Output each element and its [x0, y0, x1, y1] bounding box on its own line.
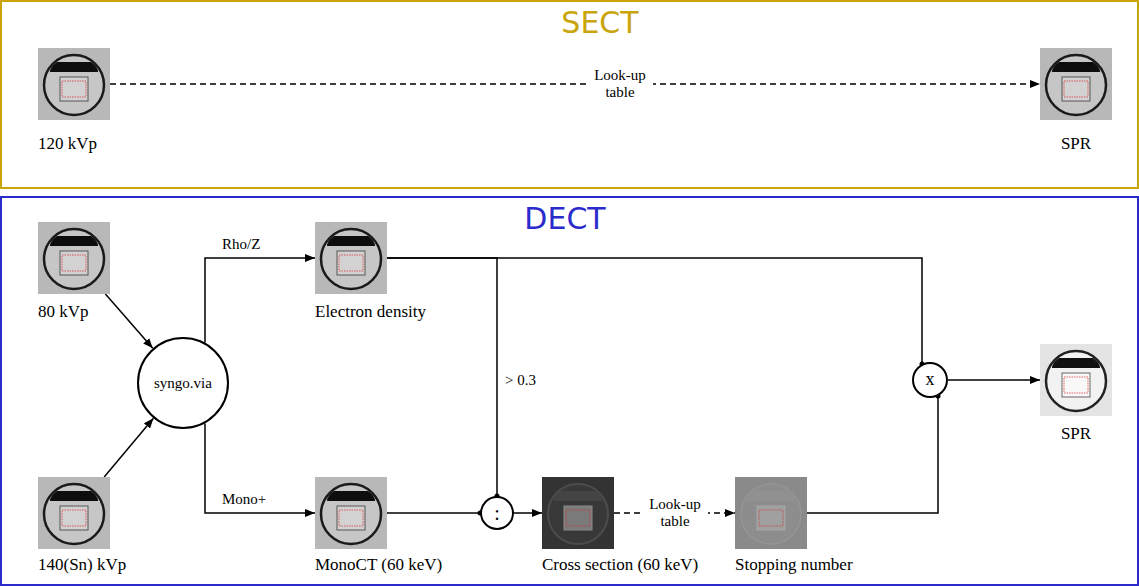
operation-circle: x: [912, 362, 948, 398]
ct-thumbnail: [315, 477, 387, 549]
ct-image-node: MonoCT (60 keV): [315, 477, 387, 549]
ct-thumbnail: [315, 222, 387, 294]
method-panel: DECT 80 kVp 140(Sn) kVp syngo.via Electron d…: [0, 196, 1139, 586]
ct-slice-image: [1040, 344, 1112, 416]
panel-title: DECT: [524, 202, 605, 236]
edge-label: Look-up table: [587, 66, 653, 102]
ct-image-node: Stopping number: [735, 477, 807, 549]
flow-arrow: [105, 294, 152, 348]
ct-slice-image: [735, 477, 807, 549]
ct-image-node: 140(Sn) kVp: [38, 477, 110, 549]
panel-title: SECT: [561, 6, 638, 40]
ct-image-node: 80 kVp: [38, 222, 110, 294]
ct-thumbnail: [38, 477, 110, 549]
edge-label: > 0.3: [505, 372, 536, 389]
ct-thumbnail: [38, 222, 110, 294]
operation-label: :: [494, 502, 500, 524]
flow-arrow: [205, 258, 315, 343]
ct-image-node: Cross section (60 keV): [542, 477, 614, 549]
image-caption: MonoCT (60 keV): [315, 555, 442, 575]
ct-slice-image: [315, 222, 387, 294]
lookup-arrow: [110, 83, 1040, 85]
flow-arrow: [205, 423, 315, 513]
edge-label: Look-up table: [642, 495, 708, 531]
ct-slice-image: [1040, 48, 1112, 120]
edge-label: Mono+: [222, 491, 266, 508]
ct-thumbnail: [542, 477, 614, 549]
ct-thumbnail: [735, 477, 807, 549]
ct-slice-image: [38, 477, 110, 549]
circle-outline: [913, 363, 947, 397]
ct-image-node: SPR: [1040, 48, 1112, 120]
operation-label: syngo.via: [154, 375, 212, 392]
image-caption: SPR: [1061, 134, 1091, 154]
circle-outline: [138, 338, 228, 428]
ct-image-node: 120 kVp: [38, 48, 110, 120]
image-caption: Cross section (60 keV): [542, 555, 698, 575]
flow-arrow: [948, 379, 1040, 381]
flow-arrow: [807, 396, 938, 513]
flow-arrow: [387, 258, 497, 496]
edge-label: Rho/Z: [222, 236, 260, 253]
ct-slice-image: [315, 477, 387, 549]
image-caption: 140(Sn) kVp: [38, 555, 126, 575]
ct-image-node: Electron density: [315, 222, 387, 294]
ct-thumbnail: [1040, 48, 1112, 120]
ct-slice-image: [542, 477, 614, 549]
flow-arrow: [387, 258, 922, 364]
flow-arrow: [104, 418, 153, 477]
connector-group: [104, 84, 1040, 516]
ct-slice-image: [38, 48, 110, 120]
flow-arrow: [387, 512, 480, 514]
operation-circle: :: [480, 496, 514, 530]
image-caption: Electron density: [315, 302, 426, 322]
method-panel: SECT120 kVpSPR: [0, 0, 1139, 189]
flow-arrow: [514, 512, 542, 514]
circle-outline: [481, 497, 513, 529]
image-caption: 120 kVp: [38, 134, 97, 154]
image-caption: Stopping number: [735, 555, 853, 575]
image-caption: SPR: [1061, 424, 1091, 444]
ct-slice-image: [38, 222, 110, 294]
ct-thumbnail: [1040, 344, 1112, 416]
operation-label: x: [926, 370, 935, 390]
operation-circle: syngo.via: [137, 337, 229, 429]
ct-image-node: SPR: [1040, 344, 1112, 416]
ct-thumbnail: [38, 48, 110, 120]
image-caption: 80 kVp: [38, 302, 89, 322]
